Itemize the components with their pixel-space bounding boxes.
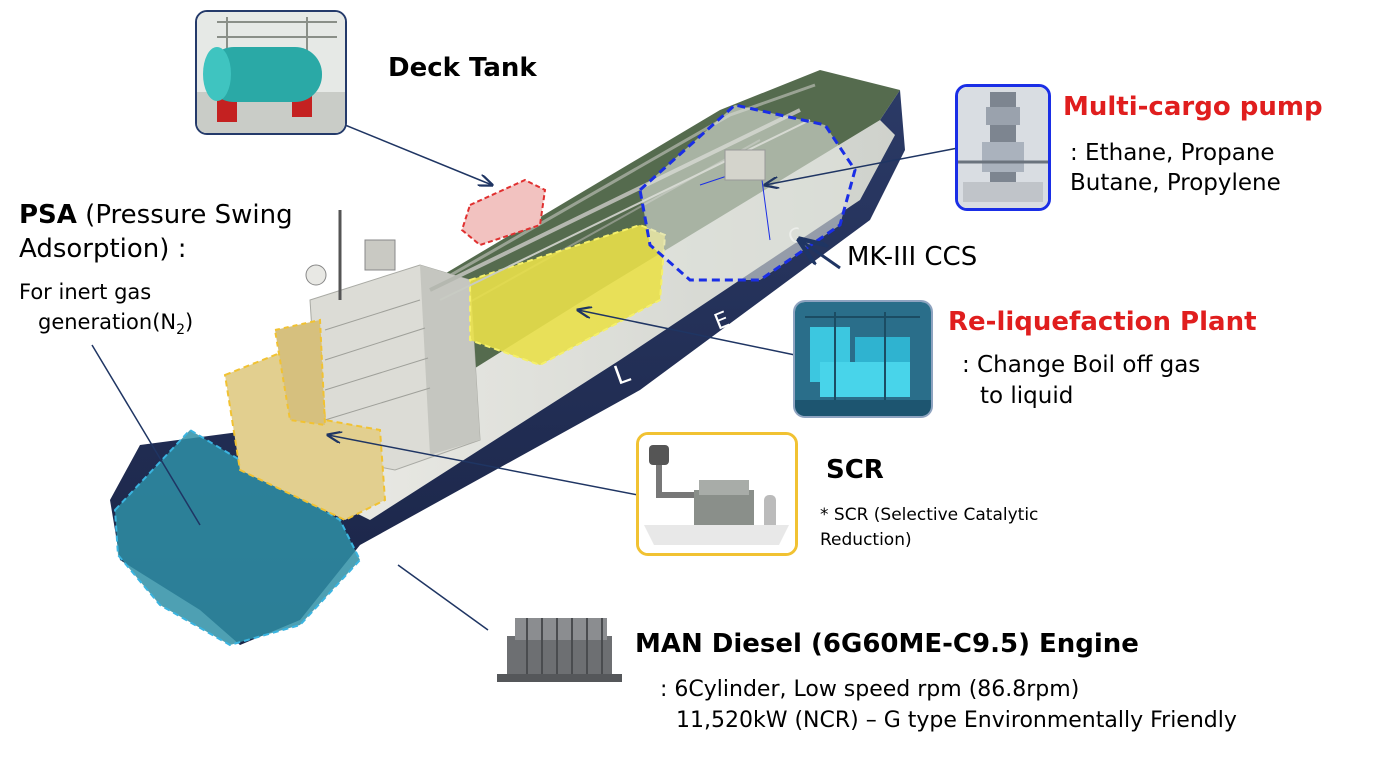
scr-title: SCR	[826, 455, 884, 485]
multi-cargo-pump-title: Multi-cargo pump	[1063, 92, 1323, 122]
reliquefaction-line2: to liquid	[980, 383, 1074, 409]
psa-area	[113, 428, 362, 647]
ccs-label: MK-III CCS	[847, 242, 978, 272]
psa-desc-suffix: )	[185, 310, 194, 334]
scr-arrow	[328, 435, 639, 496]
psa-desc-line2: generation(N2)	[38, 310, 193, 338]
psa-desc-prefix: generation(N	[38, 310, 177, 334]
ccs-arrow	[800, 240, 841, 270]
psa-desc-line1: For inert gas	[19, 280, 152, 304]
engine-arrow	[397, 564, 489, 631]
psa-arrow	[91, 344, 201, 526]
scr-area	[223, 333, 387, 522]
engine-thumbnail	[497, 606, 622, 686]
psa-title-rest: (Pressure Swing	[76, 200, 293, 230]
deck-tank-title: Deck Tank	[388, 53, 537, 83]
psa-title-line2: Adsorption) :	[19, 234, 187, 264]
multi-cargo-pump-line1: : Ethane, Propane	[1070, 140, 1275, 166]
scr-thumbnail	[636, 432, 798, 556]
deck-tank-area	[460, 178, 547, 247]
psa-desc-subscript: 2	[176, 322, 186, 339]
reliquefaction-title: Re-liquefaction Plant	[948, 307, 1257, 337]
reliquefaction-area	[469, 223, 667, 367]
deck-tank-thumbnail	[195, 10, 347, 135]
engine-line1: : 6Cylinder, Low speed rpm (86.8rpm)	[660, 677, 1080, 702]
reliquefaction-line1: : Change Boil off gas	[962, 352, 1201, 378]
scr-note-line2: Reduction)	[820, 530, 912, 550]
multi-cargo-pump-line2: Butane, Propylene	[1070, 170, 1281, 196]
psa-title-line1: PSA (Pressure Swing	[19, 200, 293, 230]
multi-cargo-pump-thumbnail	[955, 84, 1051, 211]
reliquefaction-arrow	[578, 310, 796, 356]
psa-title-bold: PSA	[19, 200, 77, 230]
scr-note-line1: * SCR (Selective Catalytic	[820, 505, 1039, 525]
engine-line2: 11,520kW (NCR) – G type Environmentally …	[676, 708, 1237, 733]
deck-tank-arrow	[344, 124, 492, 185]
reliquefaction-thumbnail	[793, 300, 933, 418]
funnel	[273, 318, 327, 427]
engine-title: MAN Diesel (6G60ME-C9.5) Engine	[635, 629, 1139, 659]
multi-cargo-pump-arrow	[765, 147, 959, 185]
